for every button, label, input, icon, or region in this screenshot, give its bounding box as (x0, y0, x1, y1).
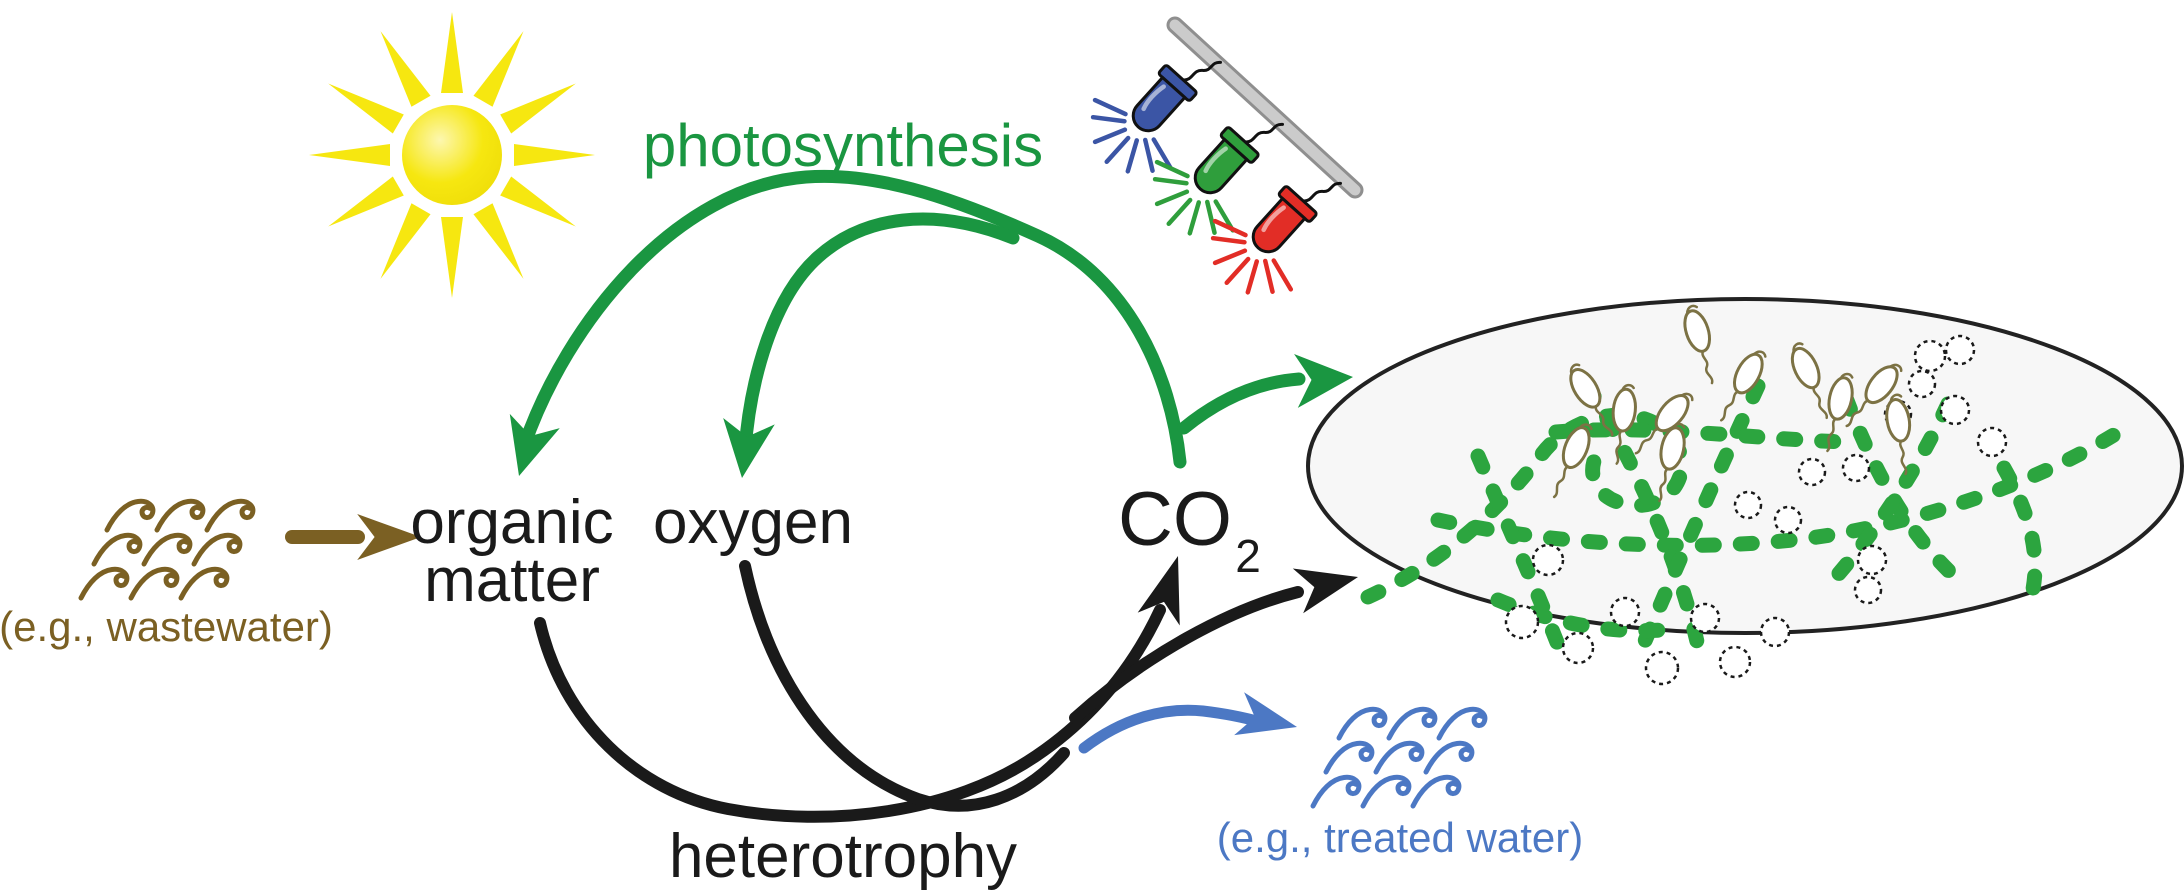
waves-blue-icon (1313, 709, 1485, 806)
arrow-co2-to-organic-matter (517, 169, 1187, 469)
arrowhead-community-black (1292, 554, 1364, 614)
wastewater-input: (e.g., wastewater) (0, 501, 421, 650)
photosynthesis-arrows (494, 169, 1355, 484)
algal-filaments (1360, 378, 2136, 658)
wastewater-caption: (e.g., wastewater) (0, 603, 333, 650)
treated-water-arrow (1078, 692, 1302, 754)
organic-matter-label-line1: organic (410, 488, 613, 557)
led-lights-icon (1070, 17, 1366, 318)
heterotrophy-arrows (534, 549, 1364, 823)
organic-matter-label-line2: matter (424, 546, 600, 615)
oxygen-label: oxygen (653, 488, 853, 557)
co2-label: CO (1118, 477, 1232, 562)
led-rail-face (1169, 19, 1361, 196)
arrow-co2-to-oxygen (738, 212, 1020, 457)
microbial-community-icon (1306, 297, 2184, 686)
arrow-oxygen-to-co2 (739, 560, 1070, 812)
bacteria-cells (1504, 334, 2008, 686)
sun-icon (309, 12, 595, 298)
co2-subscript: 2 (1235, 530, 1261, 582)
treated-water-caption: (e.g., treated water) (1217, 814, 1584, 861)
arrow-co2-to-community (1177, 372, 1306, 435)
community-oval (1306, 297, 2184, 635)
photosynthesis-label: photosynthesis (643, 112, 1043, 179)
treated-water-output: (e.g., treated water) (1217, 709, 1584, 861)
arrow-to-treated-water (1078, 704, 1266, 754)
sun-core (402, 105, 502, 205)
heterotrophy-label: heterotrophy (669, 822, 1017, 891)
arrow-organic-matter-to-co2 (534, 604, 1166, 823)
waves-brown-icon (81, 501, 253, 598)
arrow-to-community-black (1069, 586, 1304, 724)
